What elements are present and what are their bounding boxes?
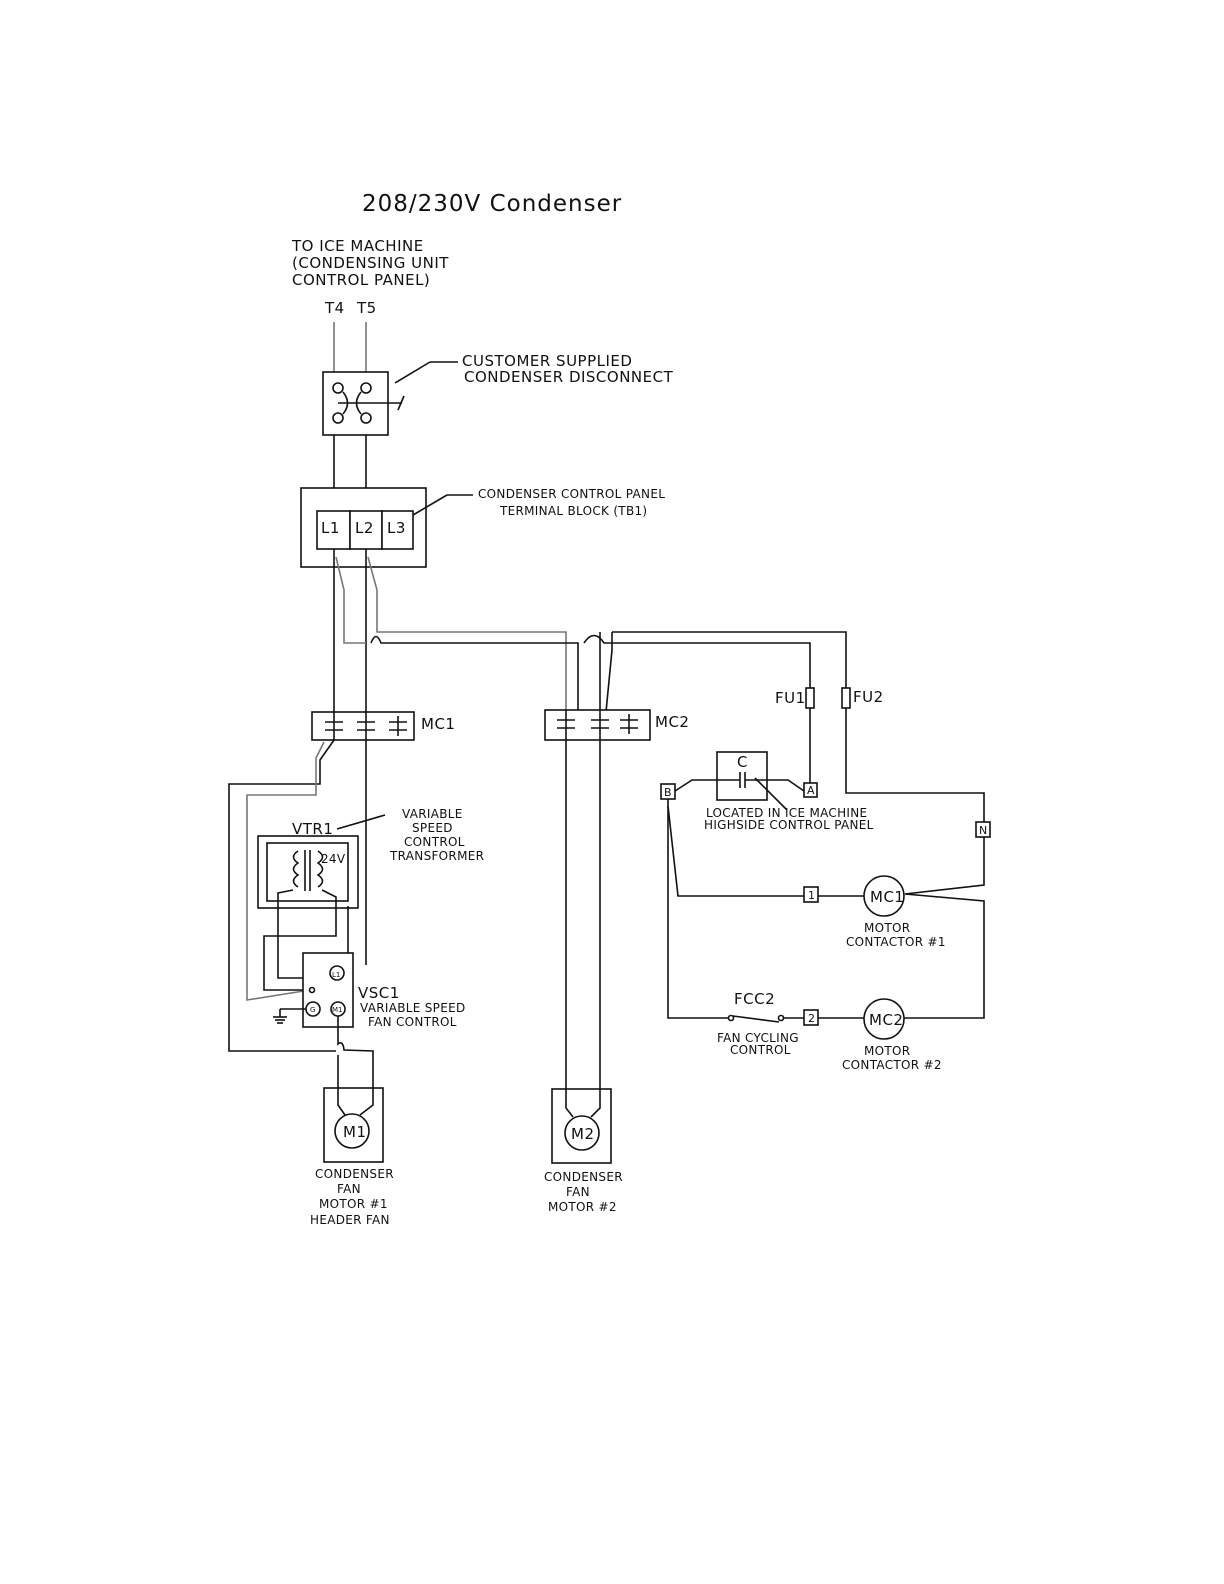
m2-description: CONDENSER FAN MOTOR #2: [544, 1170, 623, 1214]
vsc1-l1: L1: [332, 971, 340, 979]
node-a: A: [803, 782, 818, 798]
svg-text:LOCATED IN ICE MACHINE: LOCATED IN ICE MACHINE: [706, 806, 867, 820]
vsc1-description: VARIABLE SPEED FAN CONTROL: [360, 1001, 466, 1029]
node-2: 2: [803, 1009, 819, 1026]
svg-text:FAN: FAN: [337, 1182, 361, 1196]
fuse-fu2: [841, 687, 851, 709]
tb1-l2: L2: [355, 519, 374, 537]
vtr1-label: VTR1: [292, 820, 333, 838]
vtr1-volts: 24V: [321, 852, 346, 866]
mc1-coil-label: MC1: [870, 888, 904, 906]
svg-text:MOTOR: MOTOR: [864, 921, 910, 935]
svg-text:CUSTOMER SUPPLIED: CUSTOMER SUPPLIED: [462, 352, 632, 370]
contactor-mc1: [311, 711, 415, 741]
svg-text:(CONDENSING UNIT: (CONDENSING UNIT: [292, 254, 449, 272]
svg-text:2: 2: [808, 1012, 815, 1025]
disconnect-label: CUSTOMER SUPPLIED CONDENSER DISCONNECT: [462, 352, 674, 386]
m1-description: CONDENSER FAN MOTOR #1 HEADER FAN: [310, 1167, 394, 1227]
svg-text:HIGHSIDE CONTROL PANEL: HIGHSIDE CONTROL PANEL: [704, 818, 874, 832]
capacitor-label: C: [737, 753, 748, 771]
m1-label: M1: [343, 1123, 367, 1141]
mc2-coil-label: MC2: [869, 1011, 903, 1029]
motor-m1: [323, 1087, 384, 1163]
svg-text:N: N: [979, 824, 987, 837]
fu1-label: FU1: [775, 689, 806, 707]
to-ice-machine-label: TO ICE MACHINE (CONDENSING UNIT CONTROL …: [291, 237, 449, 289]
mc1-coil-description: MOTOR CONTACTOR #1: [846, 921, 946, 949]
fu2-label: FU2: [853, 688, 884, 706]
terminal-t4: T4: [324, 299, 345, 317]
svg-text:CONTROL: CONTROL: [404, 835, 465, 849]
node-n: N: [975, 821, 991, 838]
mc2-label: MC2: [655, 713, 689, 731]
terminal-block-tb1: L1 L2 L3: [300, 487, 473, 568]
motor-m2: [551, 1088, 612, 1164]
fan-cycling-switch-fcc2: [727, 1014, 804, 1023]
coil-mc2: [863, 998, 905, 1040]
fcc2-label: FCC2: [734, 990, 775, 1008]
mc2-coil-description: MOTOR CONTACTOR #2: [842, 1044, 942, 1072]
svg-text:CONDENSER: CONDENSER: [315, 1167, 394, 1181]
svg-text:CONDENSER: CONDENSER: [544, 1170, 623, 1184]
tb1-l1: L1: [321, 519, 340, 537]
vtr1-description: VARIABLE SPEED CONTROL TRANSFORMER: [389, 807, 484, 863]
fuse-fu1: [805, 687, 815, 709]
mc1-label: MC1: [421, 715, 455, 733]
customer-disconnect: [322, 361, 458, 436]
diagram-title: 208/230V Condenser: [362, 191, 622, 217]
variable-speed-control-vsc1: L1 G M1: [273, 952, 354, 1028]
svg-text:TRANSFORMER: TRANSFORMER: [389, 849, 484, 863]
svg-text:CONTACTOR #2: CONTACTOR #2: [842, 1058, 942, 1072]
svg-text:MOTOR #2: MOTOR #2: [548, 1200, 617, 1214]
vsc1-m1: M1: [332, 1006, 343, 1014]
transformer-vtr1: [257, 835, 359, 909]
svg-text:FAN: FAN: [566, 1185, 590, 1199]
terminal-t5: T5: [356, 299, 377, 317]
fcc2-description: FAN CYCLING CONTROL: [717, 1031, 799, 1057]
tb1-l3: L3: [387, 519, 406, 537]
vsc1-g: G: [310, 1006, 315, 1014]
svg-text:TERMINAL BLOCK (TB1): TERMINAL BLOCK (TB1): [499, 504, 647, 518]
node-b: B: [660, 783, 676, 800]
highside-note: LOCATED IN ICE MACHINE HIGHSIDE CONTROL …: [704, 806, 874, 832]
wire-l2-branch: [367, 556, 567, 712]
contactor-mc2: [544, 709, 651, 741]
svg-text:MOTOR: MOTOR: [864, 1044, 910, 1058]
capacitor-c: [716, 751, 788, 811]
vsc1-label: VSC1: [358, 984, 400, 1002]
svg-text:1: 1: [808, 889, 815, 902]
coil-mc1: [863, 875, 905, 917]
svg-text:CONDENSER DISCONNECT: CONDENSER DISCONNECT: [464, 368, 674, 386]
wire-l1-branch: [335, 556, 366, 644]
svg-text:B: B: [664, 786, 672, 799]
svg-text:VARIABLE: VARIABLE: [402, 807, 463, 821]
svg-text:CONTACTOR #1: CONTACTOR #1: [846, 935, 946, 949]
svg-text:A: A: [807, 784, 815, 797]
svg-text:FAN CONTROL: FAN CONTROL: [368, 1015, 457, 1029]
svg-text:TO ICE MACHINE: TO ICE MACHINE: [291, 237, 424, 255]
node-1: 1: [803, 886, 819, 903]
svg-text:CONTROL PANEL): CONTROL PANEL): [292, 271, 430, 289]
svg-text:FAN CYCLING: FAN CYCLING: [717, 1031, 799, 1045]
svg-text:MOTOR #1: MOTOR #1: [319, 1197, 388, 1211]
svg-text:VARIABLE SPEED: VARIABLE SPEED: [360, 1001, 466, 1015]
svg-text:CONDENSER CONTROL PANEL: CONDENSER CONTROL PANEL: [478, 487, 665, 501]
svg-text:HEADER FAN: HEADER FAN: [310, 1213, 390, 1227]
svg-text:CONTROL: CONTROL: [730, 1043, 791, 1057]
m2-label: M2: [571, 1125, 595, 1143]
panel-label: CONDENSER CONTROL PANEL TERMINAL BLOCK (…: [478, 487, 665, 518]
svg-text:SPEED: SPEED: [412, 821, 453, 835]
